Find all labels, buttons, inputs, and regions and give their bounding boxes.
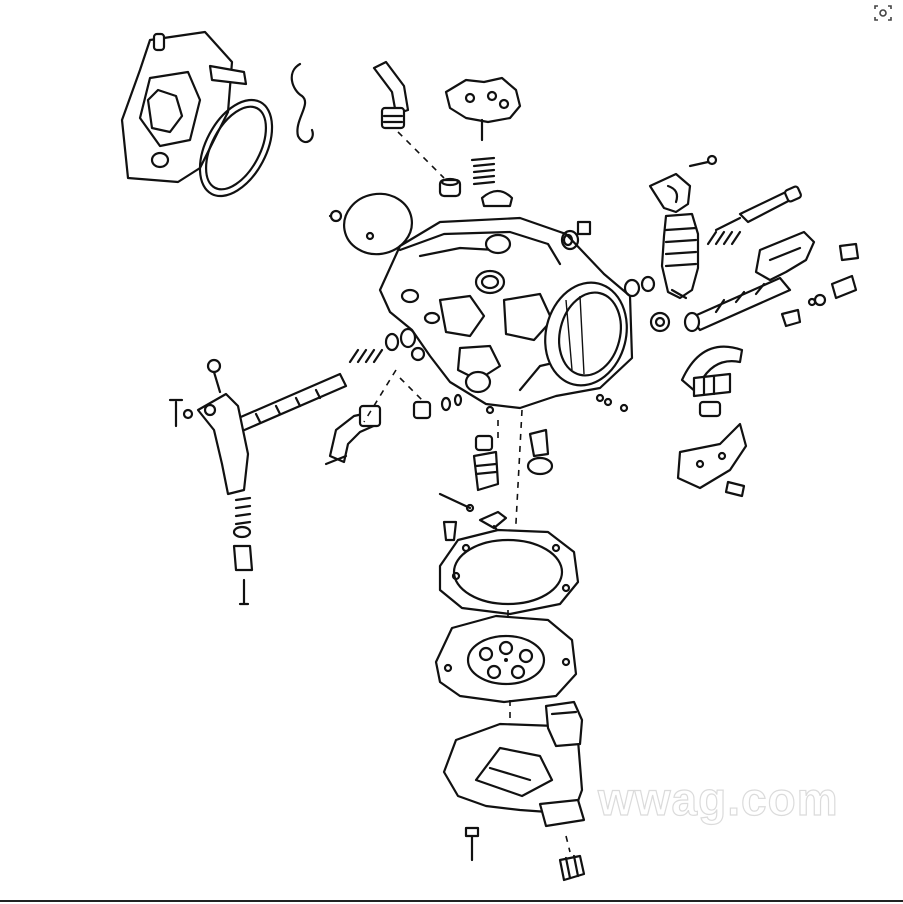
drain-plug: [558, 835, 586, 882]
bottom-cover: [442, 700, 586, 828]
idle-spring-left: [348, 327, 426, 364]
tiny-parts: [595, 393, 629, 413]
choke-shaft-lever: [683, 230, 816, 333]
fuel-inlet-elbow: [372, 60, 410, 130]
small-bushing: [698, 400, 722, 418]
adjust-screw: [714, 185, 802, 232]
throttle-spring: [232, 496, 254, 606]
body-gasket-rings: [560, 220, 592, 251]
idle-jet: [472, 434, 500, 492]
carburetor-body: [378, 216, 634, 410]
visual-search-button[interactable]: [866, 0, 900, 26]
metering-gasket: [438, 528, 580, 616]
accelerator-cam: [680, 345, 744, 398]
body-right-washers: [623, 275, 671, 333]
wire-clip: [290, 62, 314, 144]
main-jet: [526, 428, 554, 476]
small-washer: [438, 177, 462, 198]
metering-diaphragm: [434, 614, 578, 704]
throttle-screw-left: [168, 398, 194, 428]
cover-disc: [328, 192, 413, 256]
mounting-bracket: [676, 422, 748, 498]
needle-spring: [470, 156, 496, 186]
air-cleaner-backplate: [120, 30, 248, 184]
air-cleaner-gasket: [198, 98, 274, 198]
small-fittings: [412, 393, 495, 420]
choke-screws: [780, 242, 860, 328]
pin-and-screw: [438, 492, 475, 542]
cap-plug: [480, 189, 514, 208]
fuel-fitting-left: [324, 404, 382, 466]
throttle-shaft: [196, 358, 348, 496]
lens-scan-icon: [874, 5, 892, 21]
star-valve: [444, 76, 522, 142]
adjust-spring: [706, 230, 742, 246]
cover-screw: [464, 826, 480, 862]
choke-assembly: [648, 154, 718, 300]
bottom-divider: [0, 900, 903, 902]
